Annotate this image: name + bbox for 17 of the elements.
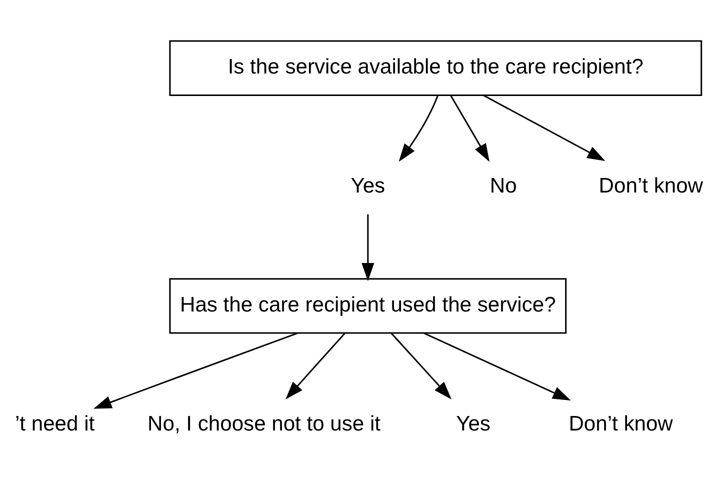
node-text: No, I choose not to use it [148,412,381,436]
arrow [362,214,374,282]
node-text: Yes [456,412,490,436]
arrow [398,95,439,162]
arrow [450,94,490,162]
arrow [424,332,571,400]
node-text: No [490,174,517,198]
arrow [483,94,606,161]
arrow [390,332,452,400]
node-box: Is the service available to the care recipient? [169,40,702,96]
arrow [93,332,298,409]
node-text: Don’t know [568,412,673,436]
node-text: Yes [350,174,386,198]
node-box: Has the care recipient used the service? [169,278,567,334]
arrow [286,332,346,400]
node-text: Don’t know [598,174,704,198]
node-text: ’t need it [14,412,95,436]
